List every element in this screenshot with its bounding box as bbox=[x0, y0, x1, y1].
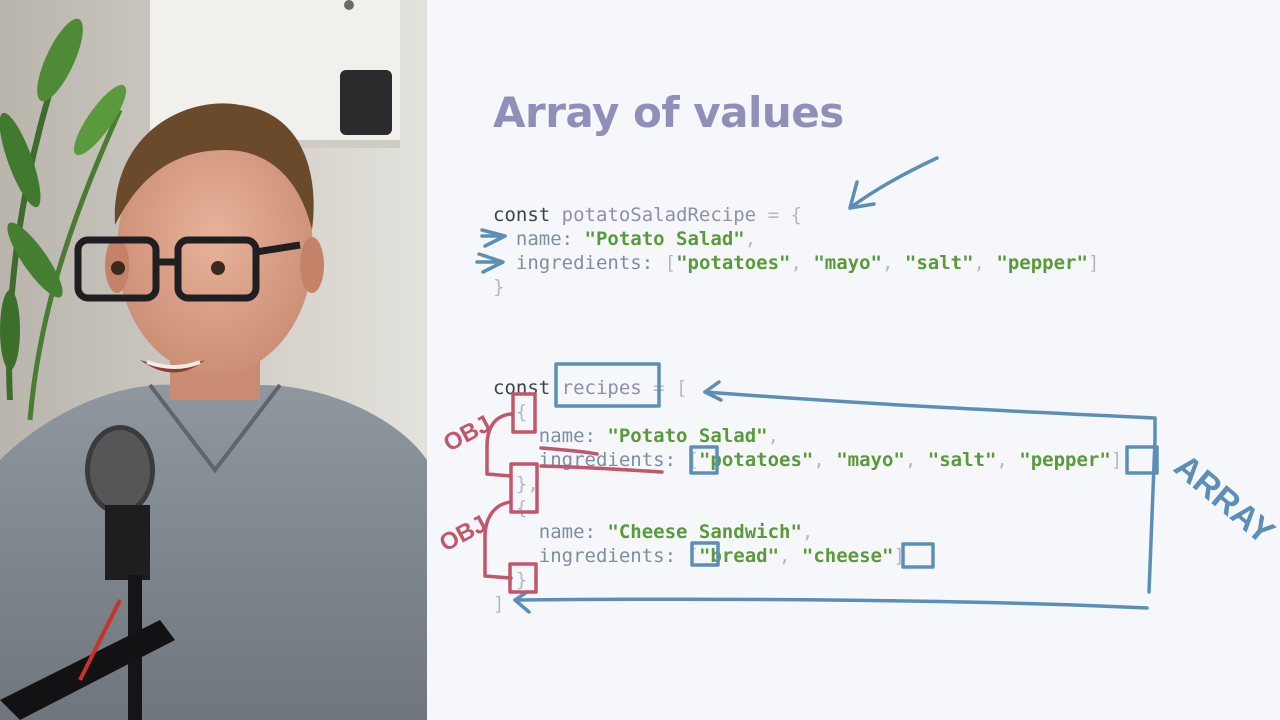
punctuation: = { bbox=[756, 204, 802, 226]
array-item: "cheese" bbox=[801, 545, 894, 567]
array-item: "potatoes" bbox=[698, 449, 814, 471]
colon: : bbox=[561, 228, 585, 250]
presenter-face bbox=[117, 125, 313, 375]
brace-close: } bbox=[493, 276, 505, 298]
string-value: "Potato Salad" bbox=[584, 228, 745, 250]
microphone bbox=[0, 425, 175, 720]
array-annotation-label: ARRAY bbox=[1167, 447, 1280, 552]
arrow-annotation bbox=[848, 156, 939, 210]
box-annotation bbox=[1125, 445, 1159, 475]
property-key: ingredients bbox=[538, 449, 665, 471]
array-close-bracket: ] bbox=[493, 593, 505, 615]
array-item: "pepper" bbox=[1019, 449, 1111, 471]
property-key: name bbox=[538, 425, 585, 447]
separator: , bbox=[973, 252, 997, 274]
indent bbox=[493, 252, 516, 274]
colon: : bbox=[641, 252, 665, 274]
code-block-potato-salad-recipe: const potatoSaladRecipe = { name: "Potat… bbox=[493, 203, 1099, 299]
keyword-const: const bbox=[493, 377, 551, 399]
array-item: "pepper" bbox=[996, 252, 1088, 274]
separator: , bbox=[882, 252, 905, 274]
slide-title: Array of values bbox=[493, 88, 844, 137]
comma: , bbox=[744, 228, 757, 250]
string-value: "Cheese Sandwich" bbox=[607, 521, 802, 543]
array-item: "mayo" bbox=[813, 252, 882, 274]
object-open-brace: { bbox=[493, 497, 528, 519]
string-value: "Potato Salad" bbox=[607, 425, 768, 447]
property-key: name bbox=[538, 521, 585, 543]
indent bbox=[493, 228, 516, 250]
object-close-brace: } bbox=[493, 569, 528, 591]
bracket-open: [ bbox=[664, 252, 677, 274]
property-key: ingredients bbox=[538, 545, 665, 567]
bracket-close: ] bbox=[1087, 252, 1100, 274]
whiteboard-eraser bbox=[340, 70, 392, 135]
property-key: name bbox=[515, 228, 562, 250]
array-item: "salt" bbox=[927, 449, 997, 471]
property-key: ingredients bbox=[515, 252, 642, 274]
presenter-hair bbox=[114, 103, 314, 230]
array-item: "bread" bbox=[698, 545, 780, 567]
keyword-const: const bbox=[493, 204, 551, 226]
presenter-video-frame bbox=[0, 0, 427, 720]
obj-annotation-label-1: OBJ bbox=[439, 410, 495, 457]
obj-annotation-label-2: OBJ bbox=[435, 510, 491, 557]
array-item: "mayo" bbox=[836, 449, 905, 471]
code-block-recipes-array: const recipes = [ { name: "Potato Salad"… bbox=[493, 377, 1123, 615]
presenter-webcam bbox=[0, 0, 427, 720]
variable-name: potatoSaladRecipe bbox=[561, 204, 757, 226]
plant bbox=[0, 18, 127, 421]
punctuation: = [ bbox=[641, 377, 688, 399]
separator: , bbox=[790, 252, 814, 274]
slide: Array of values const potatoSaladRecipe … bbox=[427, 0, 1280, 720]
object-close-brace: }, bbox=[493, 473, 539, 495]
object-open-brace: { bbox=[493, 401, 528, 423]
glasses bbox=[74, 236, 301, 302]
array-item: "salt" bbox=[904, 252, 974, 274]
variable-name: recipes bbox=[561, 377, 642, 399]
array-item: "potatoes" bbox=[676, 252, 791, 274]
